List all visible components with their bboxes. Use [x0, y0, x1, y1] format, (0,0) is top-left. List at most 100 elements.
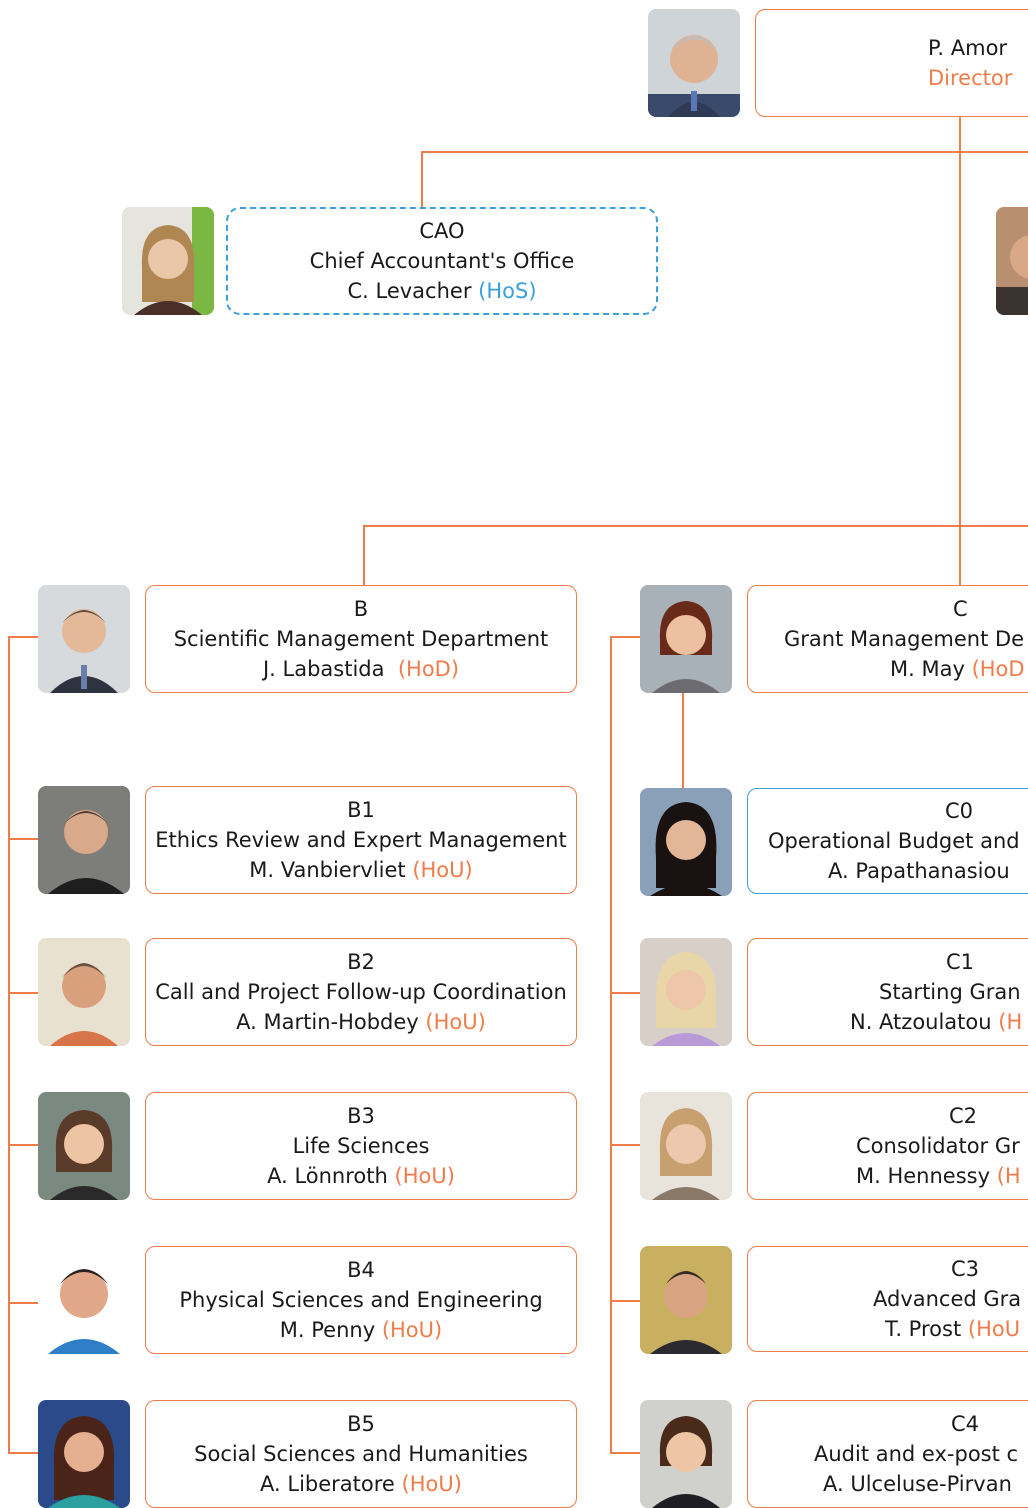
b5-title: Social Sciences and Humanities — [194, 1442, 528, 1466]
connector-b2 — [8, 992, 38, 994]
b4-title: Physical Sciences and Engineering — [179, 1288, 543, 1312]
dept-c-person: M. May — [890, 657, 965, 681]
b4-box: B4 Physical Sciences and Engineering M. … — [145, 1246, 577, 1354]
dept-c-code: C — [953, 597, 968, 621]
b3-title: Life Sciences — [292, 1134, 430, 1158]
connector-b1 — [8, 838, 38, 840]
c2-title: Consolidator Gr — [856, 1134, 1020, 1158]
connector-c-spine — [610, 636, 612, 1454]
connector-c-spine-top — [610, 636, 640, 638]
dept-b-head-box: B Scientific Management Department J. La… — [145, 585, 577, 693]
connector-c3 — [610, 1300, 640, 1302]
c4-box: C4 Audit and ex-post c A. Ulceluse-Pirva… — [747, 1400, 1028, 1508]
b5-person: A. Liberatore — [260, 1472, 395, 1496]
director-box: P. Amor Director — [755, 9, 1028, 117]
b1-person: M. Vanbiervliet — [249, 858, 406, 882]
c2-person: M. Hennessy — [856, 1164, 991, 1188]
c2-code: C2 — [949, 1104, 978, 1128]
b1-code: B1 — [347, 798, 375, 822]
connector-b-h — [363, 525, 1028, 527]
c0-code: C0 — [945, 799, 974, 823]
dept-c-tag: (HoD — [971, 657, 1025, 681]
c4-photo — [640, 1400, 732, 1508]
cao-tag: (HoS) — [478, 279, 537, 303]
b2-title: Call and Project Follow-up Coordination — [155, 980, 567, 1004]
c4-person-line: A. Ulceluse-Pirvan — [748, 1469, 1012, 1499]
c3-title: Advanced Gra — [873, 1287, 1022, 1311]
c2-photo — [640, 1092, 732, 1200]
dept-b-person-line: J. Labastida (HoD) — [263, 654, 459, 684]
connector-director-down — [959, 117, 961, 585]
b5-person-line: A. Liberatore (HoU) — [260, 1469, 462, 1499]
c1-person-line: N. Atzoulatou (H — [748, 1007, 1022, 1037]
c2-tag: (H — [996, 1164, 1021, 1188]
connector-c0 — [682, 693, 684, 788]
dept-c-title: Grant Management De — [784, 627, 1025, 651]
b1-person-line: M. Vanbiervliet (HoU) — [249, 855, 472, 885]
cao-person: C. Levacher — [347, 279, 472, 303]
b3-photo — [38, 1092, 130, 1200]
connector-b4 — [8, 1302, 38, 1304]
dept-c-head-photo — [640, 585, 732, 693]
b5-box: B5 Social Sciences and Humanities A. Lib… — [145, 1400, 577, 1508]
b3-person: A. Lönnroth — [267, 1164, 388, 1188]
dept-b-title: Scientific Management Department — [173, 627, 549, 651]
c0-person-line: A. Papathanasiou — [748, 856, 1010, 886]
cao-box: CAO Chief Accountant's Office C. Levache… — [226, 207, 658, 315]
dept-b-person: J. Labastida — [262, 657, 385, 681]
c3-photo — [640, 1246, 732, 1354]
connector-b5 — [8, 1452, 38, 1454]
dept-b-code: B — [353, 597, 369, 621]
b2-photo — [38, 938, 130, 1046]
b1-box: B1 Ethics Review and Expert Management M… — [145, 786, 577, 894]
dept-c-head-box: C Grant Management De M. May (HoD — [747, 585, 1028, 693]
director-photo — [648, 9, 740, 117]
c3-code: C3 — [951, 1257, 980, 1281]
b2-box: B2 Call and Project Follow-up Coordinati… — [145, 938, 577, 1046]
director-name: P. Amor — [928, 36, 1008, 60]
c1-box: C1 Starting Gran N. Atzoulatou (H — [747, 938, 1028, 1046]
c4-code: C4 — [951, 1412, 980, 1436]
b3-code: B3 — [347, 1104, 375, 1128]
c1-tag: (H — [998, 1010, 1023, 1034]
b4-tag: (HoU) — [381, 1318, 443, 1342]
b5-tag: (HoU) — [401, 1472, 462, 1496]
b4-person-line: M. Penny (HoU) — [280, 1315, 442, 1345]
cao-title: Chief Accountant's Office — [309, 249, 575, 273]
b3-person-line: A. Lönnroth (HoU) — [267, 1161, 455, 1191]
b3-box: B3 Life Sciences A. Lönnroth (HoU) — [145, 1092, 577, 1200]
c2-box: C2 Consolidator Gr M. Hennessy (H — [747, 1092, 1028, 1200]
b1-tag: (HoU) — [412, 858, 473, 882]
connector-c2 — [610, 1144, 640, 1146]
b5-photo — [38, 1400, 130, 1508]
c4-title: Audit and ex-post c — [814, 1442, 1019, 1466]
c2-person-line: M. Hennessy (H — [748, 1161, 1021, 1191]
b4-code: B4 — [347, 1258, 375, 1282]
c3-box: C3 Advanced Gra T. Prost (HoU — [747, 1246, 1028, 1352]
c1-title: Starting Gran — [879, 980, 1021, 1004]
c0-box: C0 Operational Budget and A. Papathanasi… — [747, 788, 1028, 894]
connector-b-v — [363, 525, 365, 585]
b2-person: A. Martin-Hobdey — [236, 1010, 419, 1034]
connector-cao-v — [421, 151, 423, 207]
c3-tag: (HoU — [967, 1317, 1021, 1341]
b4-photo — [38, 1246, 130, 1354]
b3-tag: (HoU) — [394, 1164, 455, 1188]
connector-director-cao-h — [421, 151, 1028, 153]
connector-b-spine-top — [8, 636, 38, 638]
c3-person-line: T. Prost (HoU — [748, 1314, 1020, 1344]
c1-person: N. Atzoulatou — [850, 1010, 992, 1034]
c0-person: A. Papathanasiou — [828, 859, 1010, 883]
b2-tag: (HoU) — [425, 1010, 486, 1034]
connector-c4 — [610, 1452, 640, 1454]
c1-photo — [640, 938, 732, 1046]
b5-code: B5 — [347, 1412, 375, 1436]
b1-photo — [38, 786, 130, 894]
b1-title: Ethics Review and Expert Management — [155, 828, 567, 852]
c4-person: A. Ulceluse-Pirvan — [823, 1472, 1012, 1496]
cao-code: CAO — [419, 219, 465, 243]
partial-photo-right — [996, 207, 1028, 315]
c0-title: Operational Budget and — [768, 829, 1020, 853]
c1-code: C1 — [946, 950, 975, 974]
dept-b-head-photo — [38, 585, 130, 693]
